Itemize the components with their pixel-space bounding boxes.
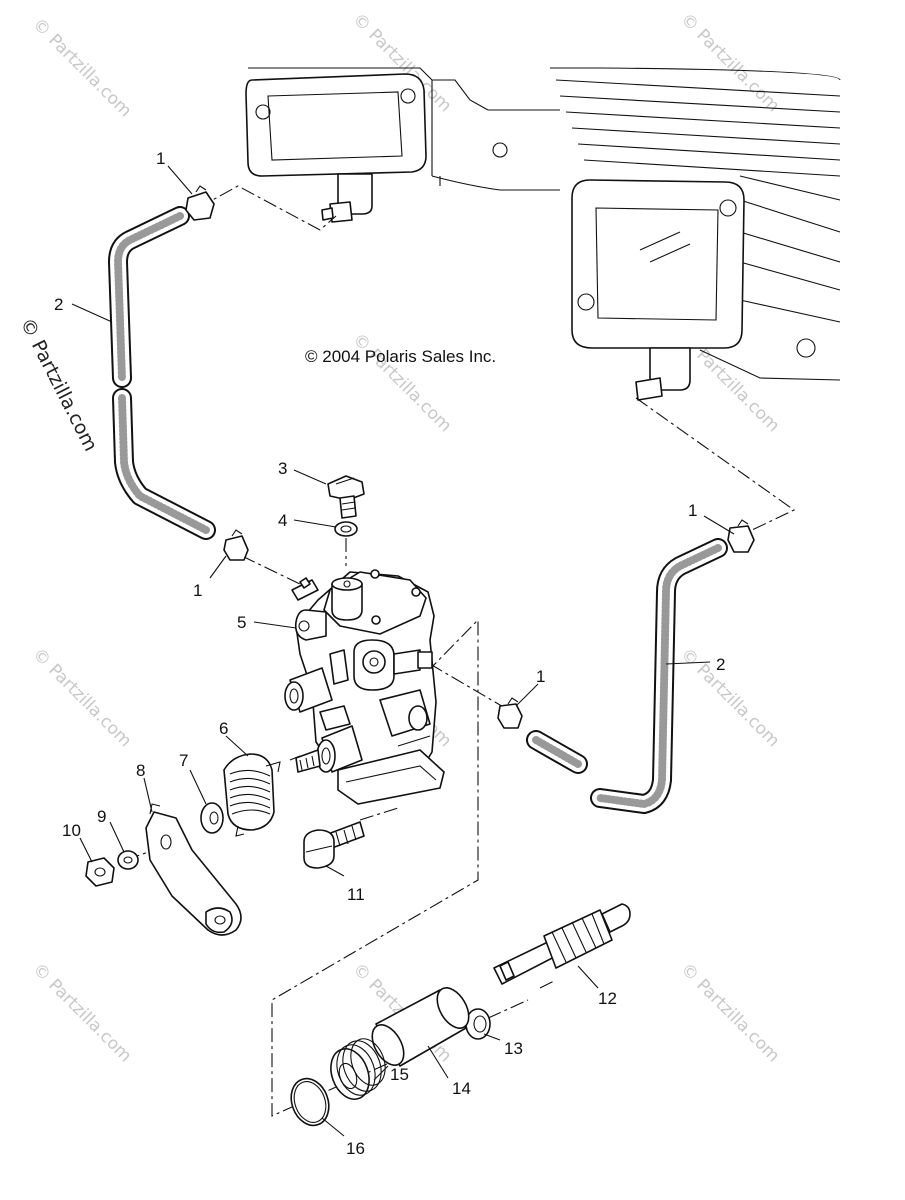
callout-label: 1	[536, 667, 545, 686]
callout-label: 9	[97, 807, 106, 826]
callout-labels: 1 2 1 3 4 5 1 6 7 8 9 10 11 1 2 12 13 14…	[54, 149, 725, 1158]
callout-label: 1	[193, 581, 202, 600]
callout-leaders	[71, 165, 735, 1137]
coil-spring	[330, 1038, 386, 1100]
mounting-screw	[303, 821, 365, 869]
left-cylinder-illustration	[245, 67, 560, 223]
watermark-text: © Partzilla.com	[676, 9, 783, 116]
callout-label: 1	[688, 501, 697, 520]
watermark-text: © Partzilla.com	[28, 14, 135, 121]
drive-bushing	[371, 987, 470, 1067]
bleed-screw	[327, 475, 365, 519]
o-ring	[290, 1077, 330, 1127]
return-spring	[223, 753, 281, 837]
copyright-notice: © 2004 Polaris Sales Inc.	[305, 347, 496, 366]
hose-clamp	[223, 529, 249, 561]
callout-label: 7	[179, 751, 188, 770]
hex-nut	[85, 857, 115, 887]
lock-washer	[117, 850, 139, 870]
callout-label: 15	[390, 1065, 409, 1084]
callout-label: 2	[716, 655, 725, 674]
callout-label: 3	[278, 459, 287, 478]
sealing-washer	[334, 521, 358, 537]
callout-label: 10	[62, 821, 81, 840]
callout-label: 8	[136, 761, 145, 780]
callout-label: 11	[347, 885, 365, 904]
watermark-text: © Partzilla.com	[676, 959, 783, 1066]
hose-clamp	[727, 519, 755, 553]
watermark-text: © Partzilla.com	[28, 959, 135, 1066]
callout-label: 12	[598, 989, 617, 1008]
callout-label: 16	[346, 1139, 365, 1158]
right-cylinder-illustration	[550, 67, 841, 401]
watermark-text: © Partzilla.com	[348, 329, 455, 436]
callout-label: 1	[156, 149, 165, 168]
hose-clamp	[497, 697, 523, 729]
control-lever	[145, 803, 242, 936]
callout-label: 4	[278, 511, 287, 530]
callout-label: 13	[504, 1039, 523, 1058]
left-oil-hose	[108, 206, 216, 540]
oil-pump-body	[284, 569, 445, 805]
drive-shaft-gear	[493, 903, 631, 985]
watermark-text: © Partzilla.com	[28, 644, 135, 751]
right-oil-hose	[526, 538, 728, 814]
callout-label: 6	[219, 719, 228, 738]
hose-clamp	[185, 185, 215, 221]
callout-label: 14	[452, 1079, 471, 1098]
callout-label: 2	[54, 295, 63, 314]
callout-label: 5	[237, 613, 246, 632]
watermark-text: © Partzilla.com	[676, 644, 783, 751]
side-watermark: © Partzilla.com	[16, 314, 102, 455]
flat-washer	[200, 802, 224, 834]
